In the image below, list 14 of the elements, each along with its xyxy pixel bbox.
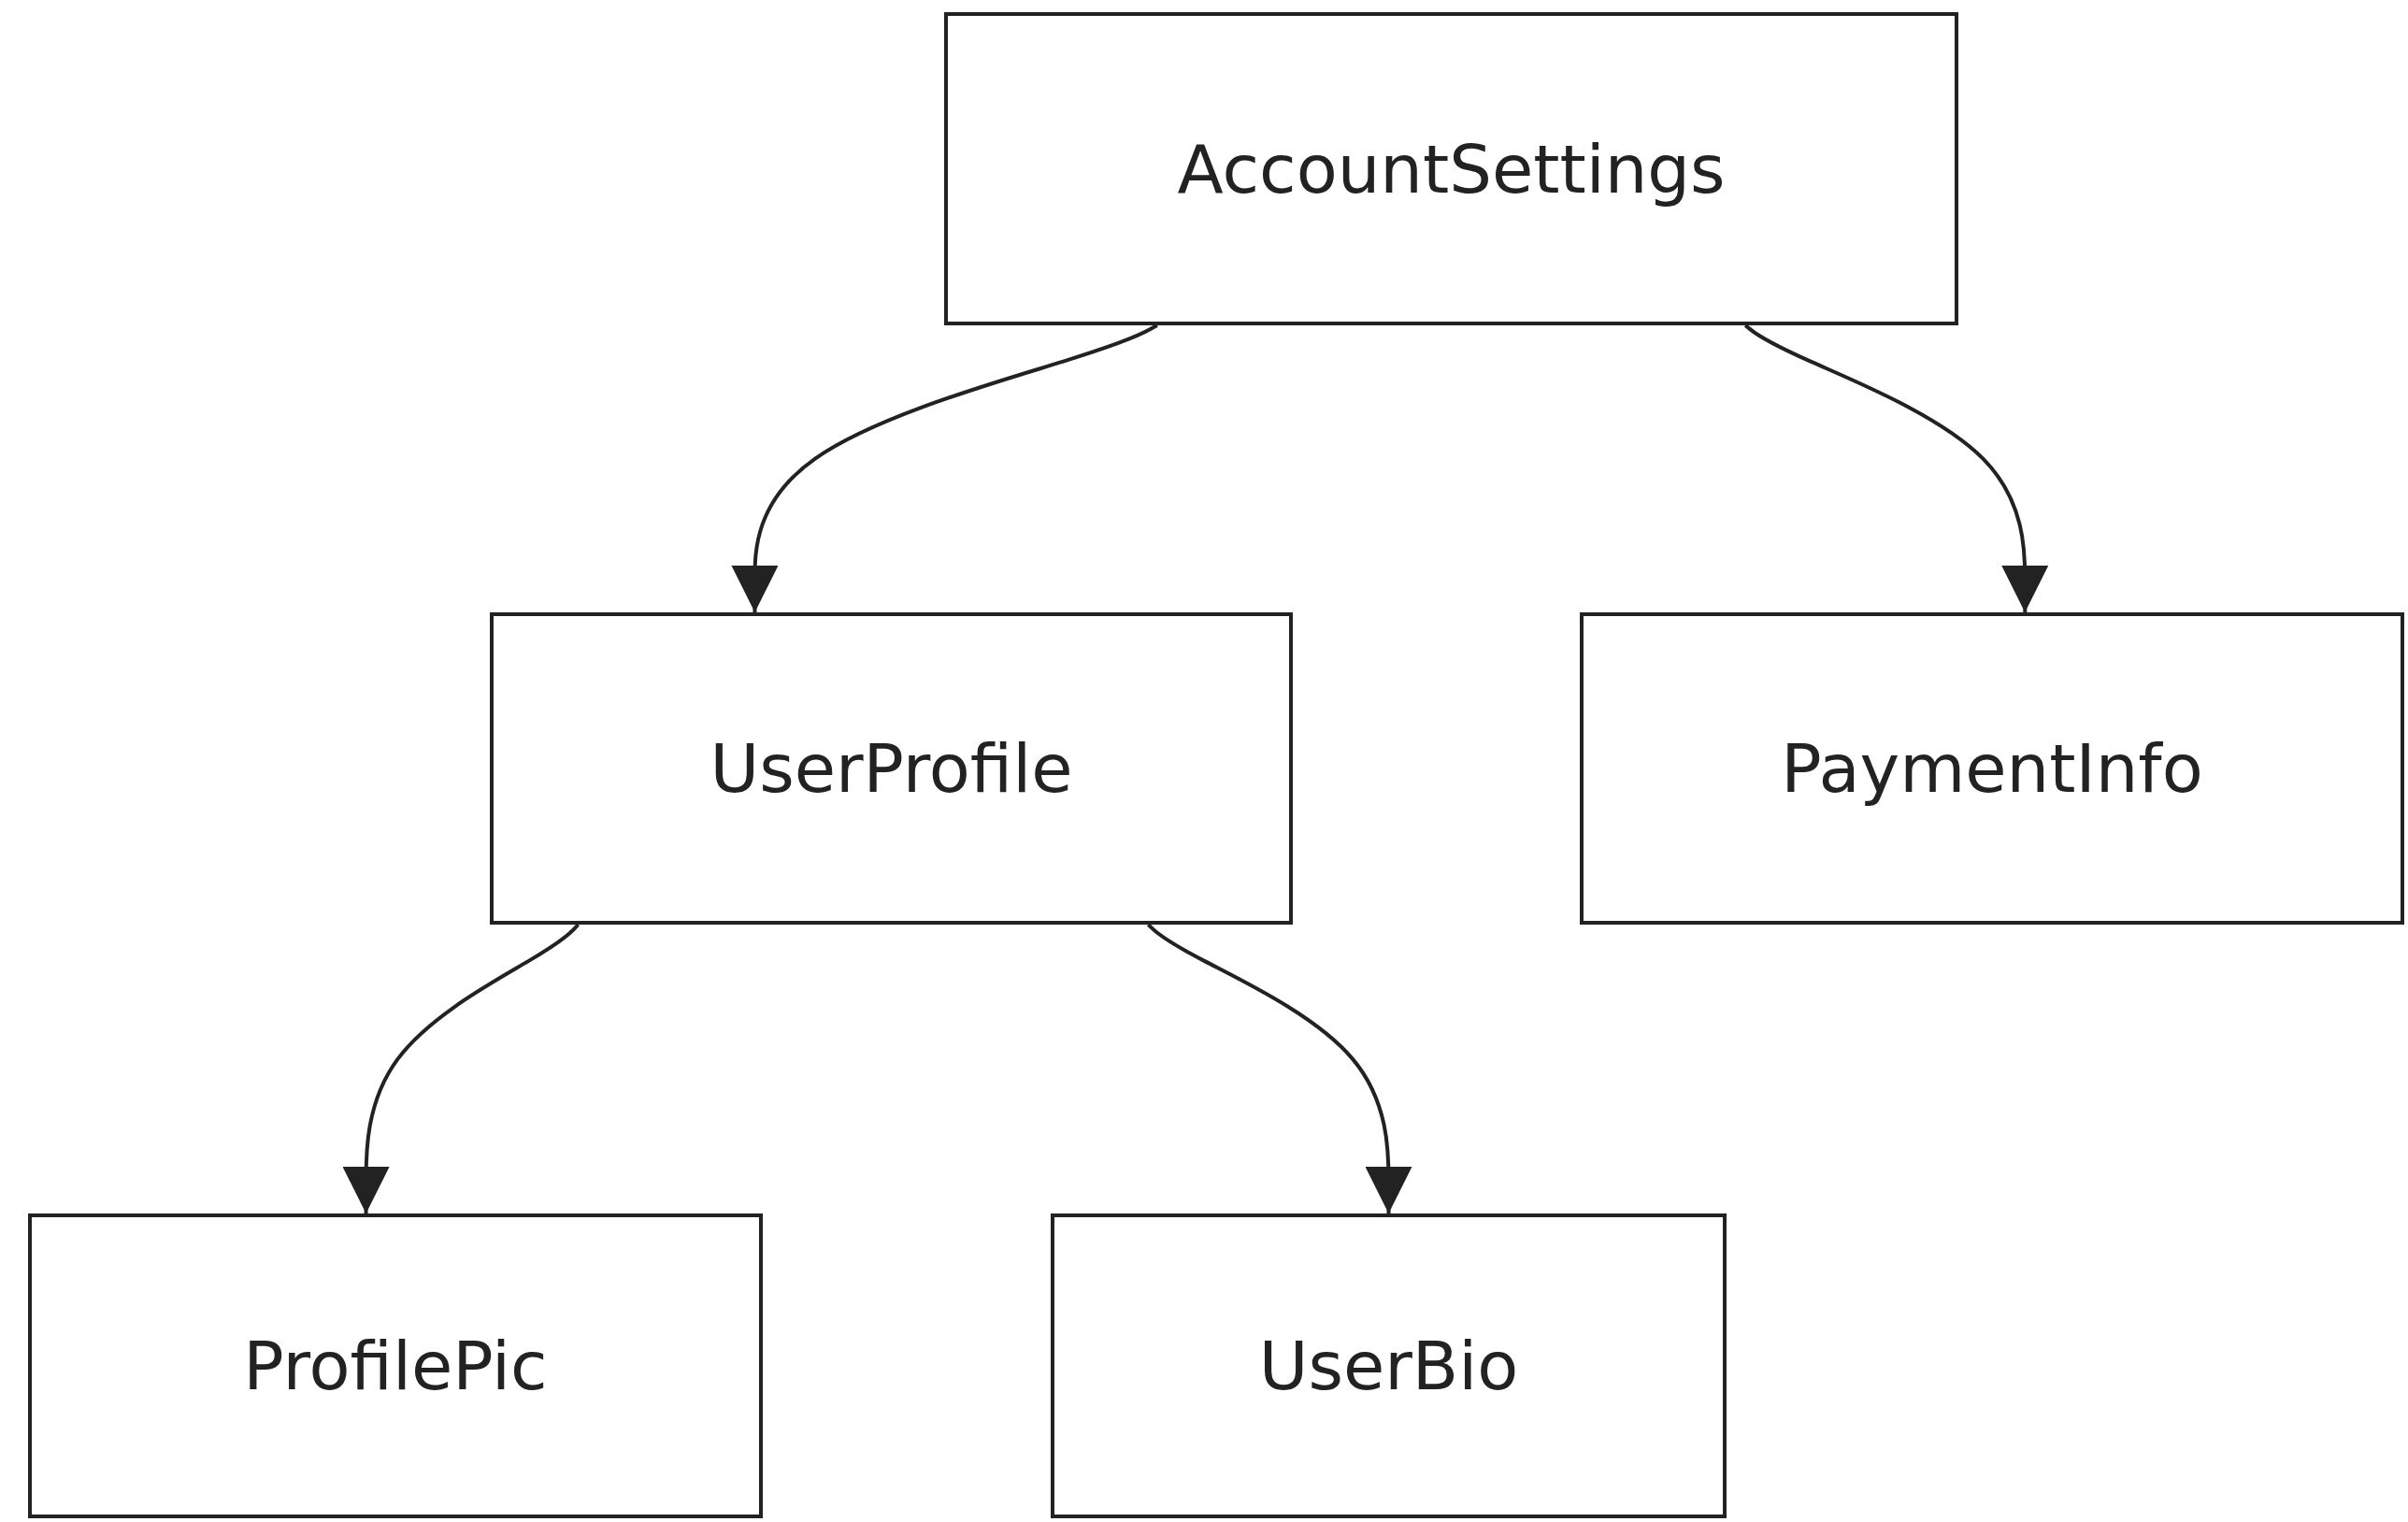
process-box xyxy=(490,612,1293,925)
arrow xyxy=(1147,923,1412,1214)
process-box xyxy=(944,12,1958,325)
process-box xyxy=(28,1213,763,1518)
node-label: PaymentInfo xyxy=(1781,729,2203,808)
node-label: UserBio xyxy=(1258,1327,1519,1405)
process-box xyxy=(1051,1213,1727,1518)
process-box xyxy=(1580,612,2404,925)
node-label: UserProfile xyxy=(710,729,1073,808)
arrow xyxy=(731,323,1158,613)
arrow xyxy=(342,923,580,1214)
node-label: ProfilePic xyxy=(243,1327,548,1405)
arrow xyxy=(1743,323,2049,613)
node-label: AccountSettings xyxy=(1177,129,1726,208)
